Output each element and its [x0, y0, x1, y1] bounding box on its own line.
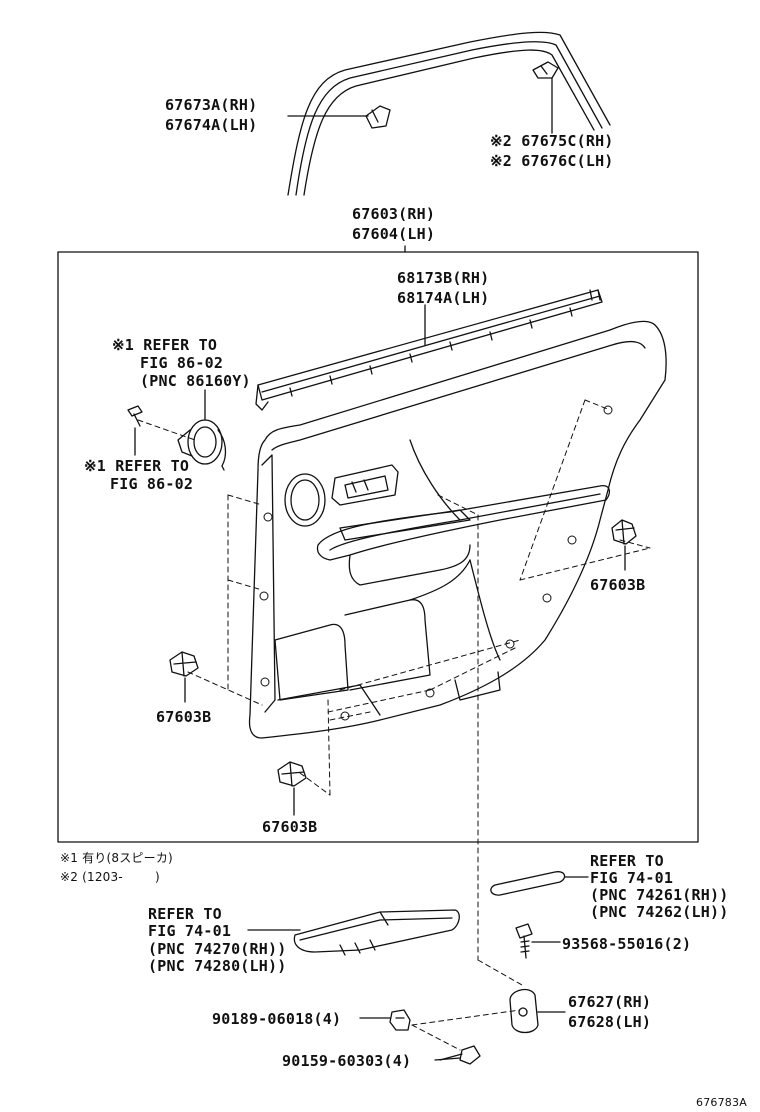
label-bracket-rh: 67627(RH) [568, 993, 652, 1011]
speaker-screw [127, 405, 143, 427]
small-clip [439, 1045, 481, 1065]
label-corner-rh: ※2 67675C(RH) [490, 132, 614, 150]
label-ref4-line2: FIG 74-01 [148, 922, 232, 940]
clip-nut [389, 1009, 411, 1031]
garnish-clip-right [532, 61, 559, 79]
note-2: ※2 (1203- ) [60, 870, 160, 884]
label-ref3-line2: FIG 74-01 [590, 869, 674, 887]
figure-id: 676783A [696, 1096, 747, 1109]
leader-small-clip [434, 1057, 461, 1061]
clip-lines [137, 399, 651, 1051]
label-clip-left: 67603B [156, 708, 212, 726]
label-ref1-line2: FIG 86-02 [140, 354, 224, 372]
label-glass-rh: 67673A(RH) [165, 96, 258, 114]
door-trim-panel [248, 320, 667, 739]
armrest-base [293, 909, 460, 956]
garnish-clip-left [365, 105, 391, 129]
tapping-screw [515, 923, 533, 959]
label-ref4-line3: (PNC 74270(RH)) [148, 940, 287, 958]
label-ref1-line3: (PNC 86160Y) [140, 372, 251, 390]
label-clip-right: 67603B [590, 576, 646, 594]
label-glass-lh: 67674A(LH) [165, 116, 258, 134]
label-weather-lh: 68174A(LH) [397, 289, 490, 307]
door-frame-strip [287, 31, 611, 196]
label-small-clip: 90159-60303(4) [282, 1052, 412, 1070]
garnish-strip [490, 871, 566, 896]
clip-left [169, 651, 199, 677]
label-corner-lh: ※2 67676C(LH) [490, 152, 614, 170]
bracket [509, 988, 539, 1034]
label-ref4-line1: REFER TO [148, 905, 222, 923]
label-board-rh: 67603(RH) [352, 205, 436, 223]
belt-weatherstrip [255, 289, 603, 411]
label-weather-rh: 68173B(RH) [397, 269, 490, 287]
label-clip-bottom: 67603B [262, 818, 318, 836]
clip-holes [259, 405, 613, 721]
label-ref3-line3: (PNC 74261(RH)) [590, 886, 729, 904]
label-nut: 90189-06018(4) [212, 1010, 342, 1028]
label-ref3-line1: REFER TO [590, 852, 664, 870]
clip-right [611, 519, 637, 545]
label-screw: 93568-55016(2) [562, 935, 692, 953]
label-board-lh: 67604(LH) [352, 225, 436, 243]
clip-bottom [277, 761, 307, 787]
label-ref2-line1: ※1 REFER TO [84, 457, 190, 475]
label-ref1-line1: ※1 REFER TO [112, 336, 218, 354]
label-ref3-line4: (PNC 74262(LH)) [590, 903, 729, 921]
label-bracket-lh: 67628(LH) [568, 1013, 652, 1031]
label-ref2-line2: FIG 86-02 [110, 475, 194, 493]
assembly-box [57, 251, 699, 843]
note-1: ※1 有り(8スピーカ) [60, 851, 173, 865]
label-ref4-line4: (PNC 74280(LH)) [148, 957, 287, 975]
